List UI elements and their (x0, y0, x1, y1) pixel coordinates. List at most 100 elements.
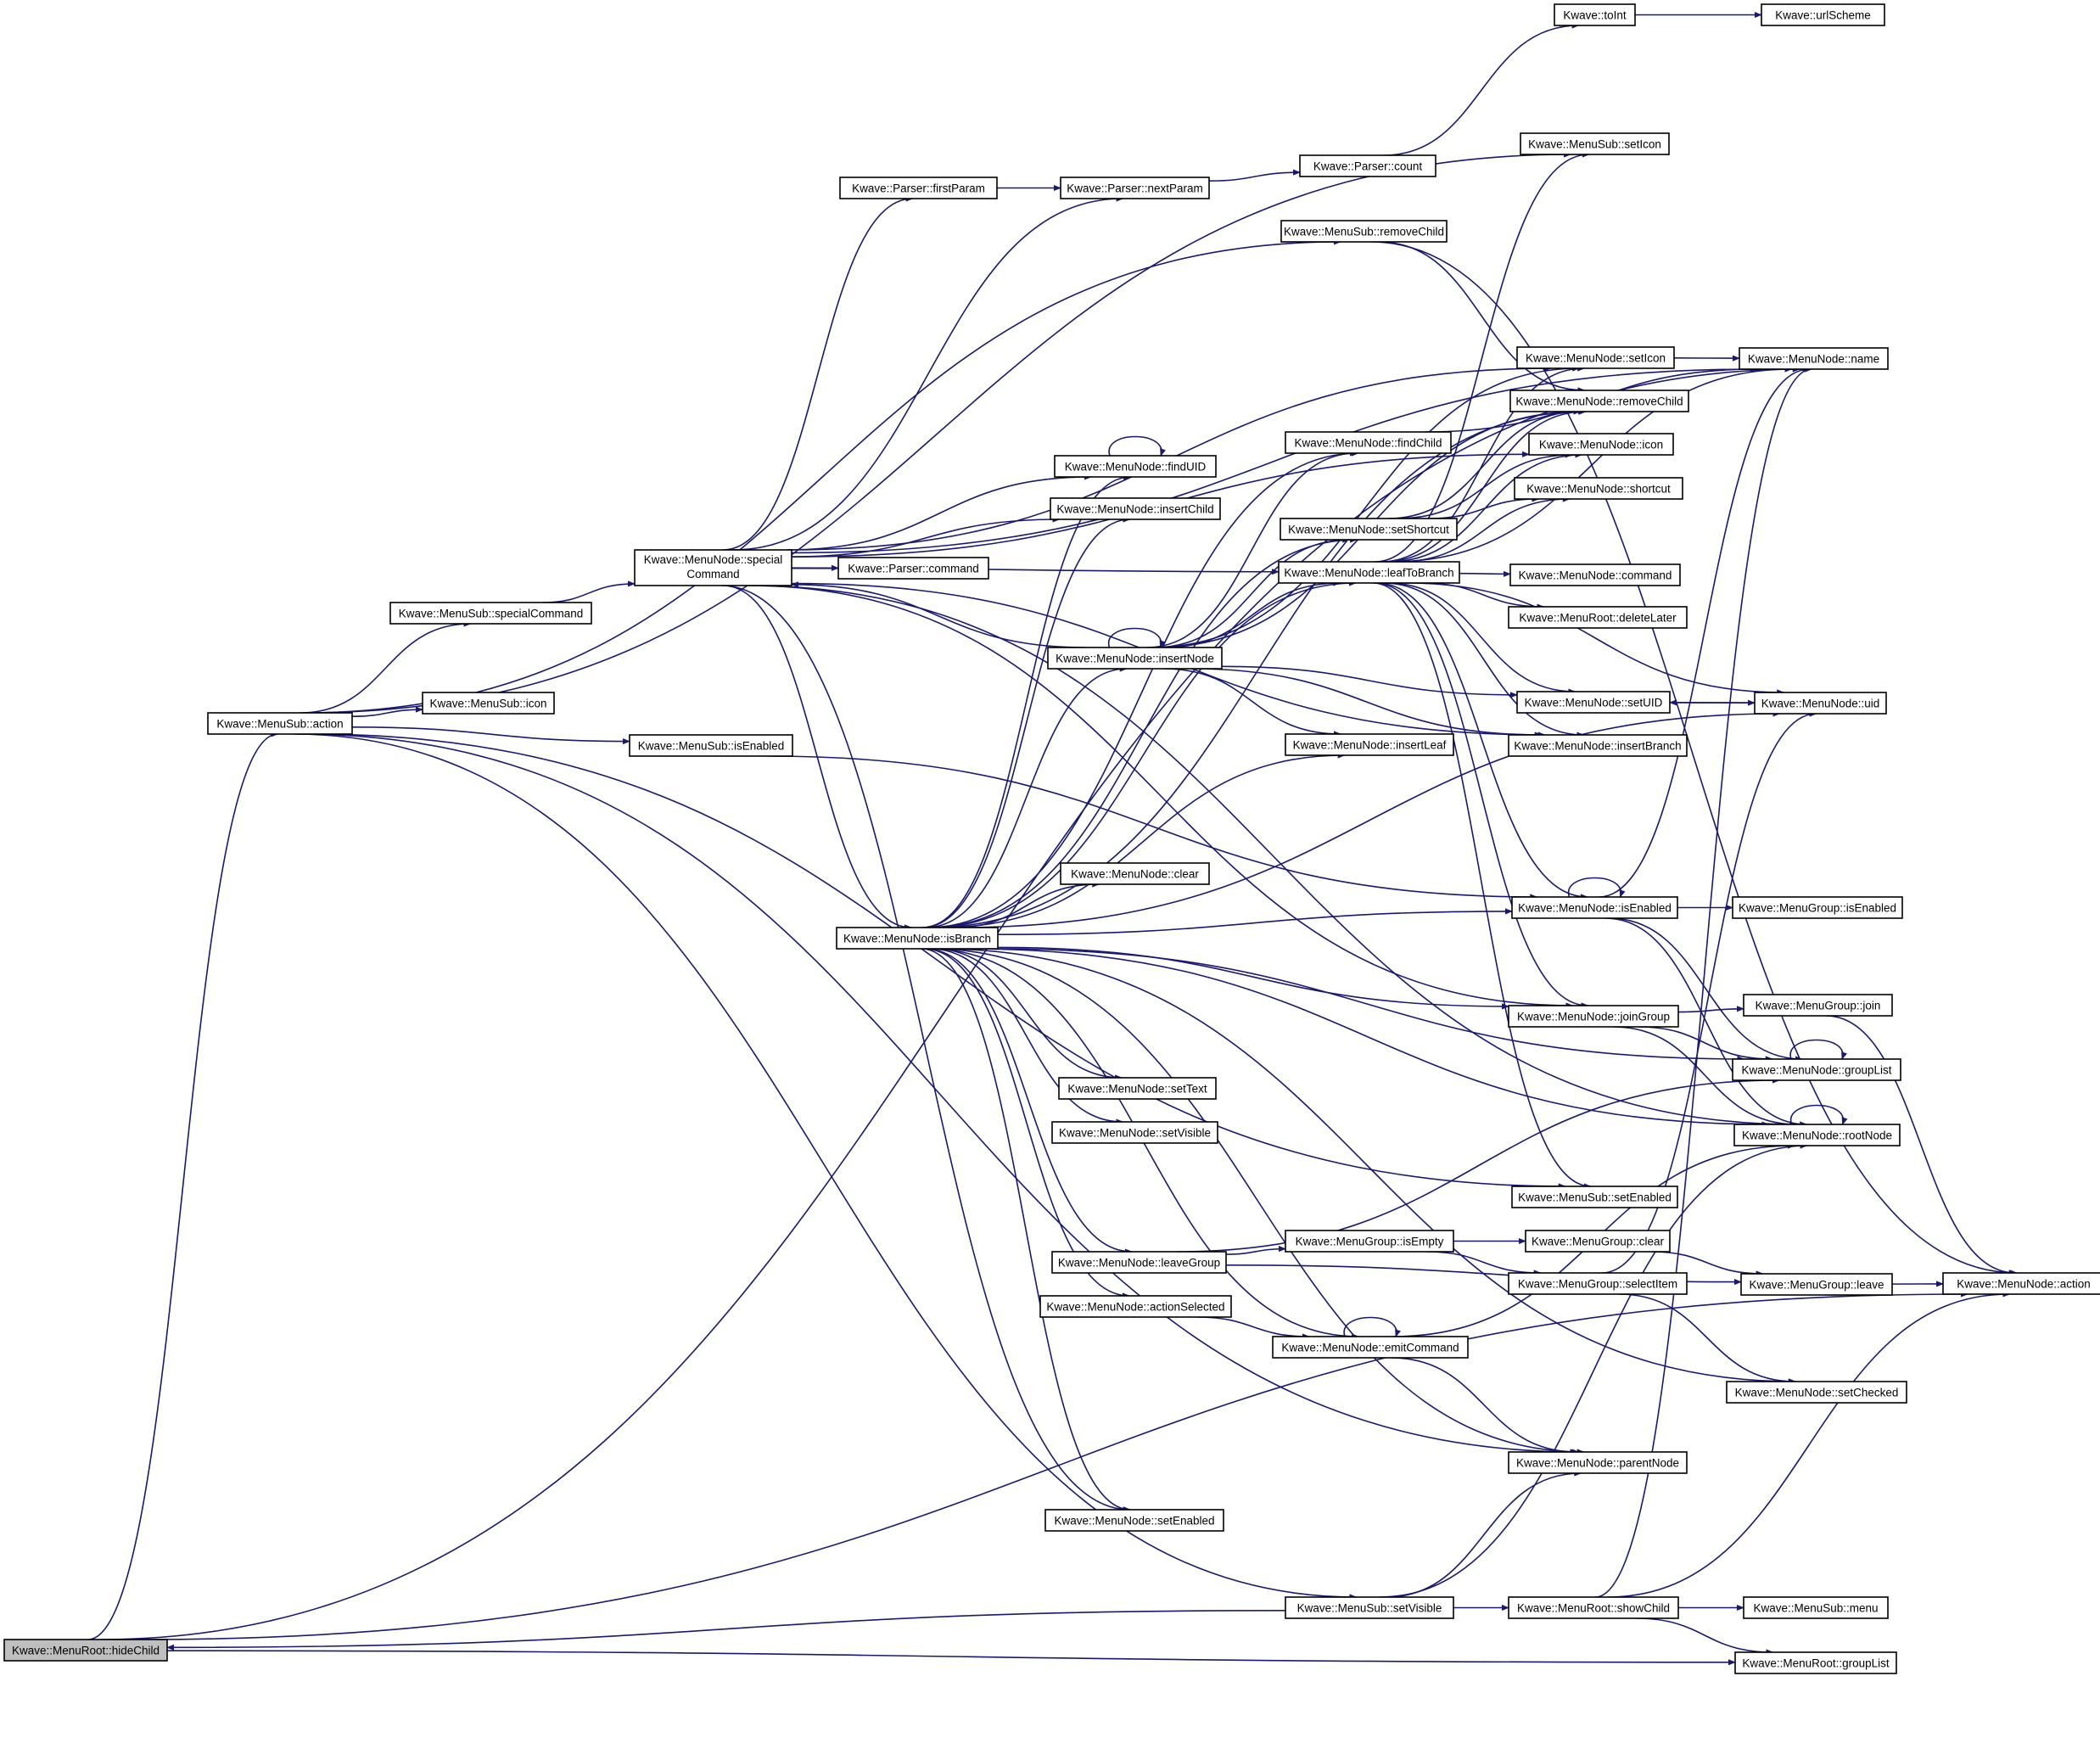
function-node-groupJoin[interactable]: Kwave::MenuGroup::join (1743, 994, 1893, 1017)
node-box (1511, 896, 1678, 919)
edge-emitCommand-to-parentNode (1391, 1357, 1578, 1455)
function-node-specialCommand[interactable]: Kwave::MenuNode::specialCommand (634, 549, 792, 586)
function-node-subSetEnabled[interactable]: Kwave::MenuSub::setEnabled (1511, 1186, 1678, 1208)
function-node-rootDeleteLater[interactable]: Kwave::MenuRoot::deleteLater (1508, 606, 1688, 629)
edge-nodeIsEnabled-to-groupList (1609, 917, 1803, 1062)
function-node-parserCommand[interactable]: Kwave::Parser::command (837, 557, 989, 580)
function-node-subRemoveChild[interactable]: Kwave::MenuSub::removeChild (1280, 220, 1448, 243)
function-node-subIsEnabled[interactable]: Kwave::MenuSub::isEnabled (629, 734, 793, 757)
function-node-nextParam[interactable]: Kwave::Parser::nextParam (1060, 177, 1210, 199)
function-node-rootGroupList[interactable]: Kwave::MenuRoot::groupList (1734, 1651, 1897, 1674)
function-node-setChecked[interactable]: Kwave::MenuNode::setChecked (1726, 1381, 1907, 1404)
function-node-nodeRemoveChild[interactable]: Kwave::MenuNode::removeChild (1509, 390, 1689, 412)
edge-insertNode-to-insertLeaf (1163, 668, 1342, 737)
node-box (1739, 347, 1889, 370)
function-node-groupIsEnabled[interactable]: Kwave::MenuGroup::isEnabled (1732, 896, 1903, 919)
node-box (1051, 1121, 1218, 1144)
edge-hideChild-to-rootGroupList (166, 1650, 1736, 1666)
function-node-subMenu[interactable]: Kwave::MenuSub::menu (1743, 1596, 1889, 1619)
edge-isBranch-to-setChecked (938, 948, 1797, 1385)
function-node-urlScheme[interactable]: Kwave::urlScheme (1761, 3, 1885, 26)
edge-nodeIsEnabled-to-rootNode (1604, 917, 1808, 1128)
function-node-insertNode[interactable]: Kwave::MenuNode::insertNode (1047, 647, 1223, 670)
function-node-subSpecialCommand[interactable]: Kwave::MenuSub::specialCommand (389, 602, 592, 625)
node-label: Kwave::MenuNode::special (644, 553, 783, 566)
edge-insertNode-to-findChild (1146, 450, 1358, 648)
node-box (1280, 220, 1448, 243)
edge-isBranch-to-parentNode (931, 948, 1585, 1455)
function-node-insertChild[interactable]: Kwave::MenuNode::insertChild (1050, 497, 1221, 520)
edge-isBranch-to-nodeRemoveChild (930, 408, 1588, 928)
function-node-leafToBranch[interactable]: Kwave::MenuNode::leafToBranch (1278, 561, 1460, 584)
function-node-actionSelected[interactable]: Kwave::MenuNode::actionSelected (1039, 1295, 1232, 1318)
function-node-insertBranch[interactable]: Kwave::MenuNode::insertBranch (1508, 734, 1688, 757)
function-node-firstParam[interactable]: Kwave::Parser::firstParam (839, 177, 998, 199)
function-node-rootNode[interactable]: Kwave::MenuNode::rootNode (1733, 1124, 1901, 1146)
function-node-subSetVisible[interactable]: Kwave::MenuSub::setVisible (1285, 1596, 1454, 1619)
function-node-setUID[interactable]: Kwave::MenuNode::setUID (1516, 691, 1671, 714)
function-node-nodeShortcut[interactable]: Kwave::MenuNode::shortcut (1514, 477, 1683, 500)
edge-leafToBranch-to-nodeName (1391, 366, 1793, 563)
node-box (1285, 733, 1454, 756)
function-node-groupIsEmpty[interactable]: Kwave::MenuGroup::isEmpty (1285, 1230, 1454, 1253)
function-node-nodeClear[interactable]: Kwave::MenuNode::clear (1060, 862, 1210, 885)
edge-subAction-to-subSetIcon (304, 151, 1572, 714)
node-label: Kwave::Parser::nextParam (1067, 182, 1203, 195)
function-node-showChild[interactable]: Kwave::MenuRoot::showChild (1508, 1596, 1679, 1619)
node-label: Kwave::MenuGroup::leave (1749, 1279, 1884, 1292)
function-node-parserCount[interactable]: Kwave::Parser::count (1299, 154, 1436, 177)
function-node-setText[interactable]: Kwave::MenuNode::setText (1058, 1077, 1217, 1100)
function-node-isBranch[interactable]: Kwave::MenuNode::isBranch (836, 927, 999, 950)
node-label: Kwave::MenuSub::isEnabled (638, 740, 785, 753)
function-node-hideChild[interactable]: Kwave::MenuRoot::hideChild (3, 1639, 168, 1662)
node-box (1525, 1230, 1671, 1253)
function-node-nodeUid[interactable]: Kwave::MenuNode::uid (1754, 692, 1887, 715)
edge-groupSelectItem-to-setChecked (1619, 1293, 1796, 1385)
function-node-nodeSetEnabled[interactable]: Kwave::MenuNode::setEnabled (1044, 1509, 1224, 1532)
function-node-leaveGroup[interactable]: Kwave::MenuNode::leaveGroup (1051, 1251, 1227, 1274)
node-label: Kwave::MenuGroup::join (1756, 1000, 1881, 1012)
function-node-nodeName[interactable]: Kwave::MenuNode::name (1739, 347, 1889, 370)
edge-specialCommand-to-insertChild (791, 516, 1061, 558)
call-edges (87, 11, 2019, 1666)
node-label: Kwave::MenuSub::setIcon (1528, 138, 1661, 151)
function-node-subAction[interactable]: Kwave::MenuSub::action (207, 712, 353, 735)
function-node-nodeSetIcon[interactable]: Kwave::MenuNode::setIcon (1516, 346, 1675, 369)
function-node-nodeCommand[interactable]: Kwave::MenuNode::command (1509, 563, 1681, 586)
edge-specialCommand-to-firstParam (722, 195, 914, 551)
node-label: Kwave::MenuSub::specialCommand (399, 608, 584, 620)
node-box (1732, 1058, 1901, 1081)
edge-leafToBranch-to-nodeSetIcon (1380, 365, 1586, 563)
function-node-parentNode[interactable]: Kwave::MenuNode::parentNode (1508, 1451, 1688, 1474)
function-node-groupClear[interactable]: Kwave::MenuGroup::clear (1525, 1230, 1671, 1253)
function-node-subIcon[interactable]: Kwave::MenuSub::icon (422, 692, 555, 715)
node-box (1044, 1509, 1224, 1532)
function-node-joinGroup[interactable]: Kwave::MenuNode::joinGroup (1508, 1005, 1679, 1028)
edge-leafToBranch-to-nodeIsEnabled (1375, 582, 1588, 900)
function-node-groupList[interactable]: Kwave::MenuNode::groupList (1732, 1058, 1901, 1081)
function-node-nodeIcon[interactable]: Kwave::MenuNode::icon (1528, 433, 1674, 456)
node-label: Kwave::MenuNode::joinGroup (1517, 1011, 1670, 1023)
node-label: Kwave::MenuRoot::deleteLater (1519, 612, 1677, 625)
node-label: Kwave::MenuNode::setText (1067, 1083, 1207, 1096)
node-label: Kwave::MenuNode::isEnabled (1518, 902, 1672, 915)
function-node-toInt[interactable]: Kwave::toInt (1554, 3, 1636, 26)
function-node-setVisible[interactable]: Kwave::MenuNode::setVisible (1051, 1121, 1218, 1144)
function-node-groupLeave[interactable]: Kwave::MenuGroup::leave (1740, 1273, 1893, 1296)
node-label: Kwave::MenuSub::menu (1753, 1602, 1878, 1615)
edge-isBranch-to-insertNode (925, 665, 1128, 928)
function-node-nodeIsEnabled[interactable]: Kwave::MenuNode::isEnabled (1511, 896, 1678, 919)
node-label: Kwave::MenuNode::isBranch (843, 933, 991, 945)
node-label: Kwave::MenuNode::insertNode (1056, 653, 1214, 665)
function-node-setShortcut[interactable]: Kwave::MenuNode::setShortcut (1280, 518, 1458, 541)
function-node-findUID[interactable]: Kwave::MenuNode::findUID (1054, 455, 1217, 478)
function-node-groupSelectItem[interactable]: Kwave::MenuGroup::selectItem (1508, 1272, 1688, 1295)
node-label: Kwave::MenuRoot::showChild (1517, 1602, 1670, 1615)
node-box (837, 557, 989, 580)
function-node-emitCommand[interactable]: Kwave::MenuNode::emitCommand (1272, 1336, 1469, 1359)
function-node-insertLeaf[interactable]: Kwave::MenuNode::insertLeaf (1285, 733, 1454, 756)
function-node-subSetIcon[interactable]: Kwave::MenuSub::setIcon (1520, 132, 1670, 155)
function-node-findChild[interactable]: Kwave::MenuNode::findChild (1285, 431, 1452, 454)
function-node-nodeAction[interactable]: Kwave::MenuNode::action (1942, 1272, 2100, 1295)
